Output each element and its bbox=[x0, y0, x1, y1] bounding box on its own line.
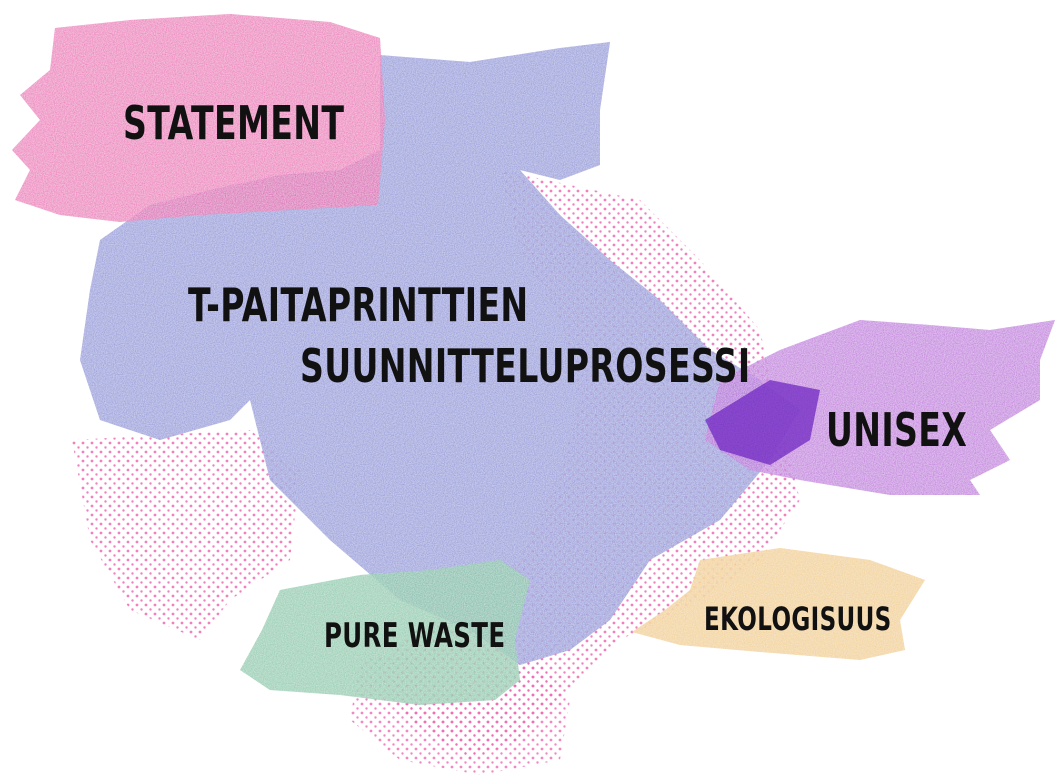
title-line-1: T-PAITAPRINTTIEN bbox=[188, 278, 529, 332]
green-stroke-pure-waste bbox=[240, 560, 530, 705]
label-ekologisuus: EKOLOGISUUS bbox=[704, 600, 892, 638]
title-line-2: SUUNNITTELUPROSESSI bbox=[300, 339, 751, 393]
yellow-stroke-ekologisuus bbox=[632, 548, 925, 660]
purple-overlap-shade bbox=[705, 380, 820, 465]
pink-stroke-statement bbox=[12, 14, 385, 222]
purple-stroke-unisex bbox=[705, 320, 1055, 495]
label-unisex: UNISEX bbox=[826, 403, 968, 457]
dotted-area-left bbox=[72, 430, 300, 640]
label-pure-waste: PURE WASTE bbox=[324, 616, 506, 656]
label-statement: STATEMENT bbox=[123, 96, 345, 150]
